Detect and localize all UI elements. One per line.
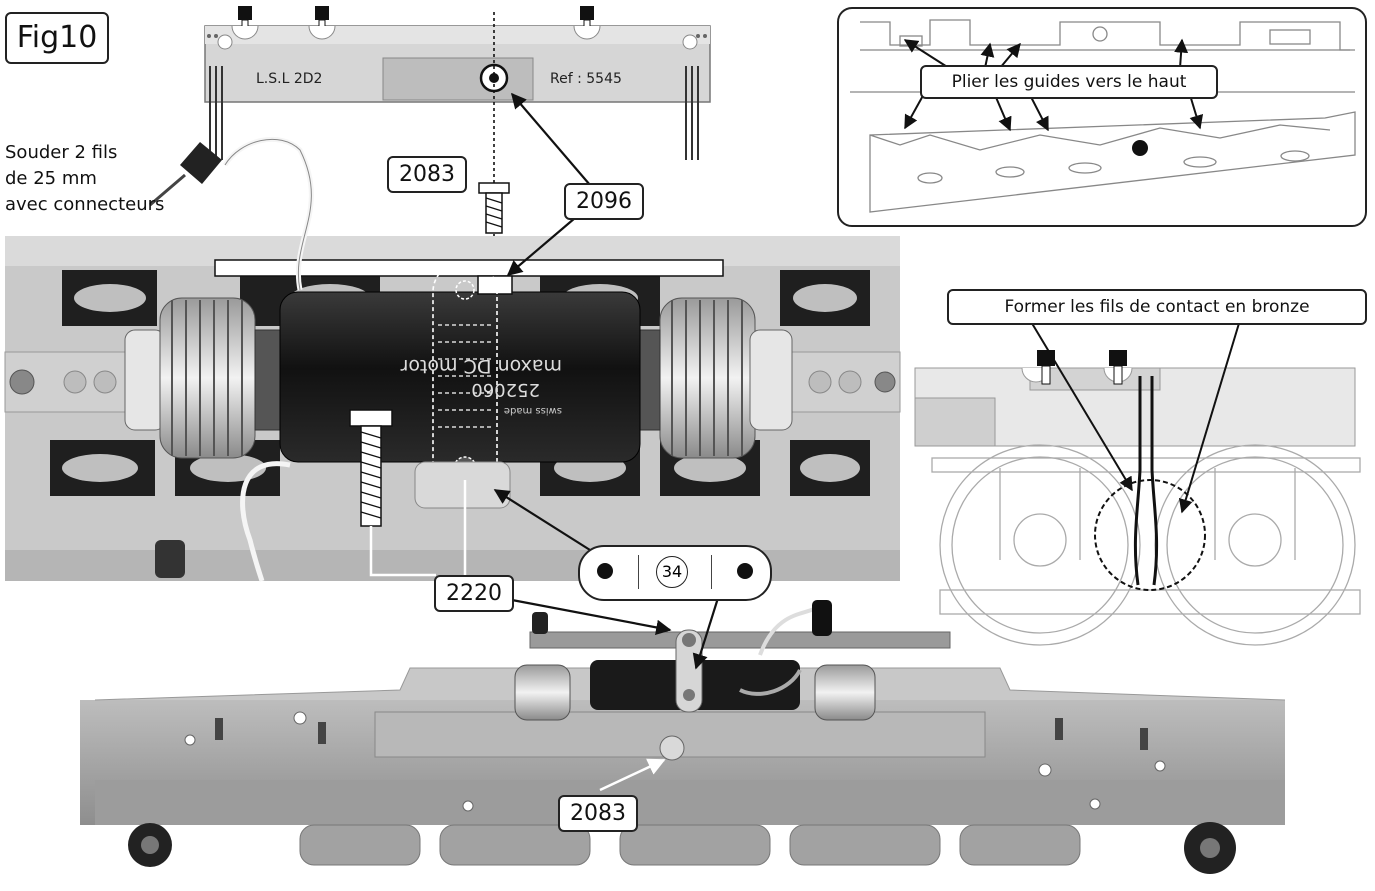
solder-callout: Souder 2 fils de 25 mm avec connecteurs (5, 140, 164, 218)
motor-label: maxon DC motor 252060 swiss made (400, 355, 562, 416)
solder-line-2: de 25 mm (5, 168, 97, 190)
part-2083-bottom-label: 2083 (558, 795, 638, 832)
clip-number: 34 (656, 556, 688, 588)
clip-hole-right (737, 563, 753, 579)
top-plate-drawing (204, 6, 711, 160)
clip-hole-left (597, 563, 613, 579)
clip-part: 34 (578, 545, 772, 601)
guides-inset (837, 7, 1367, 227)
leader-arrows (493, 92, 720, 670)
part-2083-top-label: 2083 (387, 156, 467, 193)
screw-2083-top (478, 182, 510, 234)
contacts-inset (914, 319, 1361, 646)
plate-left-label: L.S.L 2D2 (256, 71, 322, 87)
part-2220-label: 2220 (434, 575, 514, 612)
solder-line-3: avec connecteurs (5, 194, 165, 216)
motor-text-line3: swiss made (504, 405, 562, 416)
figure-title: Fig10 (5, 12, 109, 64)
motor-text-line2: 252060 (471, 379, 540, 400)
chassis-photo (80, 599, 1286, 874)
motor-text-line1: maxon DC motor (400, 355, 562, 377)
worm-gear-right (659, 297, 793, 459)
fold-guides-callout: Plier les guides vers le haut (920, 65, 1218, 99)
clip-divider-left (638, 555, 639, 589)
worm-gear-left (124, 297, 256, 459)
solder-line-1: Souder 2 fils (5, 142, 118, 163)
form-wires-callout: Former les fils de contact en bronze (947, 289, 1367, 325)
plate-right-label: Ref : 5545 (550, 71, 622, 87)
part-2096-label: 2096 (564, 183, 644, 220)
connector-icon (149, 142, 222, 207)
clip-divider-right (711, 555, 712, 589)
